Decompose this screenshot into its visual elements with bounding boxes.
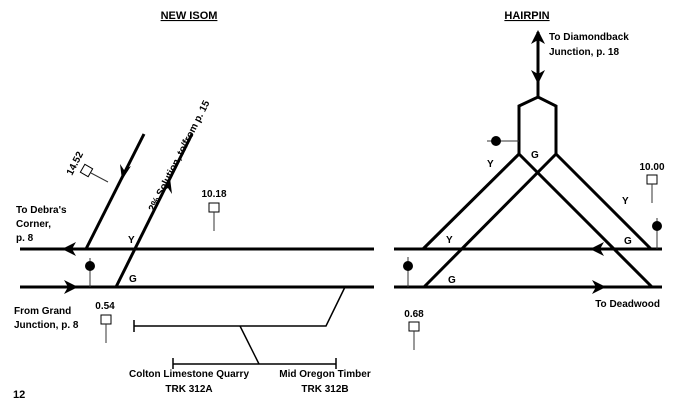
wye-tail [517, 95, 558, 154]
signal [85, 258, 95, 287]
arrow-right-icon [592, 280, 606, 294]
signal [652, 218, 662, 249]
to-diamondback-line1: To Diamondback [549, 32, 629, 43]
signal-aspect-y: Y [446, 235, 453, 246]
signal-aspect-g: G [624, 236, 632, 247]
wye-leg [517, 152, 654, 289]
arrow-down-icon [120, 164, 131, 180]
industry-spur [133, 286, 346, 369]
industry-name-colton: Colton Limestone Quarry [129, 369, 249, 380]
to-diamondback-line2: Junction, p. 18 [549, 47, 619, 58]
industry-name-mid-oregon: Mid Oregon Timber [279, 369, 371, 380]
from-grand-line1: From Grand [14, 306, 71, 317]
milepost-0-54: 0.54 [95, 301, 115, 343]
new-isom-title: NEW ISOM [161, 10, 218, 22]
arrow-left-icon [590, 242, 604, 256]
arrow-down-icon [531, 70, 545, 84]
arrow-left-icon [62, 242, 76, 256]
signal-aspect-g: G [448, 275, 456, 286]
milepost-0-68: 0.68 [404, 309, 424, 350]
signal-aspect-g: G [531, 150, 539, 161]
svg-text:0.68: 0.68 [404, 309, 424, 320]
arrow-up-icon [161, 178, 172, 194]
new-isom-diagram: NEW ISOM 2% Solution, to/from p. 15 Y G … [13, 10, 374, 401]
signal-aspect-y: Y [128, 235, 135, 246]
hairpin-title: HAIRPIN [504, 10, 549, 22]
svg-text:10.18: 10.18 [201, 189, 226, 200]
milepost-10-18: 10.18 [201, 189, 227, 231]
arrow-up-icon [531, 30, 545, 44]
grade-track-up [114, 133, 194, 288]
svg-text:10.00: 10.00 [639, 162, 664, 173]
arrow-right-icon [64, 280, 78, 294]
industry-track-312a: TRK 312A [165, 384, 212, 395]
signal-aspect-y: Y [622, 196, 629, 207]
industry-track-312b: TRK 312B [301, 384, 348, 395]
to-debras-line2: Corner, [16, 219, 51, 230]
to-deadwood-label: To Deadwood [595, 299, 660, 310]
signal-aspect-y: Y [487, 159, 494, 170]
page-number: 12 [13, 389, 25, 401]
to-debras-line3: p. 8 [16, 233, 34, 244]
grade-track-down [84, 133, 146, 250]
signal [403, 257, 413, 287]
to-debras-line1: To Debra's [16, 205, 67, 216]
signal [487, 136, 519, 146]
from-grand-line2: Junction, p. 8 [14, 320, 79, 331]
milepost-10-00: 10.00 [639, 162, 665, 203]
hairpin-diagram: HAIRPIN G Y Y Y G G 10.00 [394, 10, 665, 350]
wye-leg [422, 152, 558, 289]
svg-text:0.54: 0.54 [95, 301, 115, 312]
wye-leg [554, 152, 653, 251]
milepost-14-52: 14.52 [65, 150, 109, 183]
wye-leg [421, 152, 521, 251]
signal-aspect-g: G [129, 274, 137, 285]
